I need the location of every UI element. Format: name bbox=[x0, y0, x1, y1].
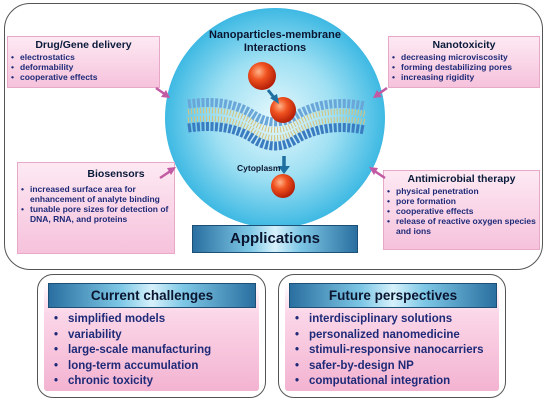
list-item: chronic toxicity bbox=[54, 374, 211, 390]
cytoplasm-label: Cytoplasm bbox=[237, 163, 281, 173]
list-item: decreasing microviscosity bbox=[392, 52, 539, 62]
list-item: personalized nanomedicine bbox=[295, 328, 483, 344]
drug-gene-title: Drug/Gene delivery bbox=[35, 39, 132, 51]
list-item: interdisciplinary solutions bbox=[295, 312, 483, 328]
applications-banner: Applications bbox=[192, 225, 358, 253]
antimicrobial-title: Antimicrobial therapy bbox=[407, 173, 516, 185]
membrane-illustration bbox=[165, 8, 385, 228]
list-item: large-scale manufacturing bbox=[54, 343, 211, 359]
drug-gene-box: Drug/Gene delivery electrostatics deform… bbox=[7, 36, 160, 88]
nanoparticle-top bbox=[248, 62, 276, 90]
list-item: cooperative effects bbox=[387, 206, 538, 216]
list-item: variability bbox=[54, 328, 211, 344]
list-item: cooperative effects bbox=[11, 72, 159, 82]
list-item: increased surface area for enhancement o… bbox=[21, 184, 170, 204]
list-item: tunable pore sizes for detection of DNA,… bbox=[21, 204, 170, 224]
biosensors-box: Biosensors increased surface area for en… bbox=[17, 162, 175, 254]
list-item: deformability bbox=[11, 62, 159, 72]
entry-arrow-icon bbox=[266, 89, 279, 104]
list-item: forming destabilizing pores bbox=[392, 62, 539, 72]
nanotoxicity-box: Nanotoxicity decreasing microviscosity f… bbox=[388, 36, 540, 88]
list-item: safer-by-design NP bbox=[295, 359, 483, 375]
list-item: computational integration bbox=[295, 374, 483, 390]
perspectives-title: Future perspectives bbox=[289, 283, 497, 308]
down-arrow-icon bbox=[278, 156, 290, 174]
challenges-title: Current challenges bbox=[48, 283, 256, 308]
arrow-right-icon bbox=[159, 167, 176, 180]
biosensors-title: Biosensors bbox=[87, 168, 145, 180]
list-item: physical penetration bbox=[387, 186, 538, 196]
perspectives-box: Future perspectives interdisciplinary so… bbox=[278, 274, 506, 398]
list-item: long-term accumulation bbox=[54, 359, 211, 375]
list-item: release of reactive oxygen species and i… bbox=[387, 216, 538, 236]
list-item: electrostatics bbox=[11, 52, 159, 62]
nanoparticle-cytoplasm bbox=[271, 174, 295, 198]
center-title: Nanoparticles-membrane Interactions bbox=[208, 29, 342, 54]
pink-arrows bbox=[155, 86, 388, 180]
nanoparticle-membrane bbox=[270, 97, 296, 123]
lipid-bilayer bbox=[187, 98, 366, 151]
list-item: increasing rigidity bbox=[392, 72, 539, 82]
antimicrobial-box: Antimicrobial therapy physical penetrati… bbox=[383, 170, 540, 250]
arrow-right-icon bbox=[155, 86, 170, 98]
arrow-left-icon bbox=[369, 167, 386, 180]
list-item: stimuli-responsive nanocarriers bbox=[295, 343, 484, 359]
list-item: simplified models bbox=[54, 312, 211, 328]
list-item: pore formation bbox=[387, 196, 538, 206]
challenges-box: Current challenges simplified models var… bbox=[37, 274, 266, 398]
nanotoxicity-title: Nanotoxicity bbox=[432, 39, 496, 51]
arrow-left-icon bbox=[373, 86, 388, 98]
